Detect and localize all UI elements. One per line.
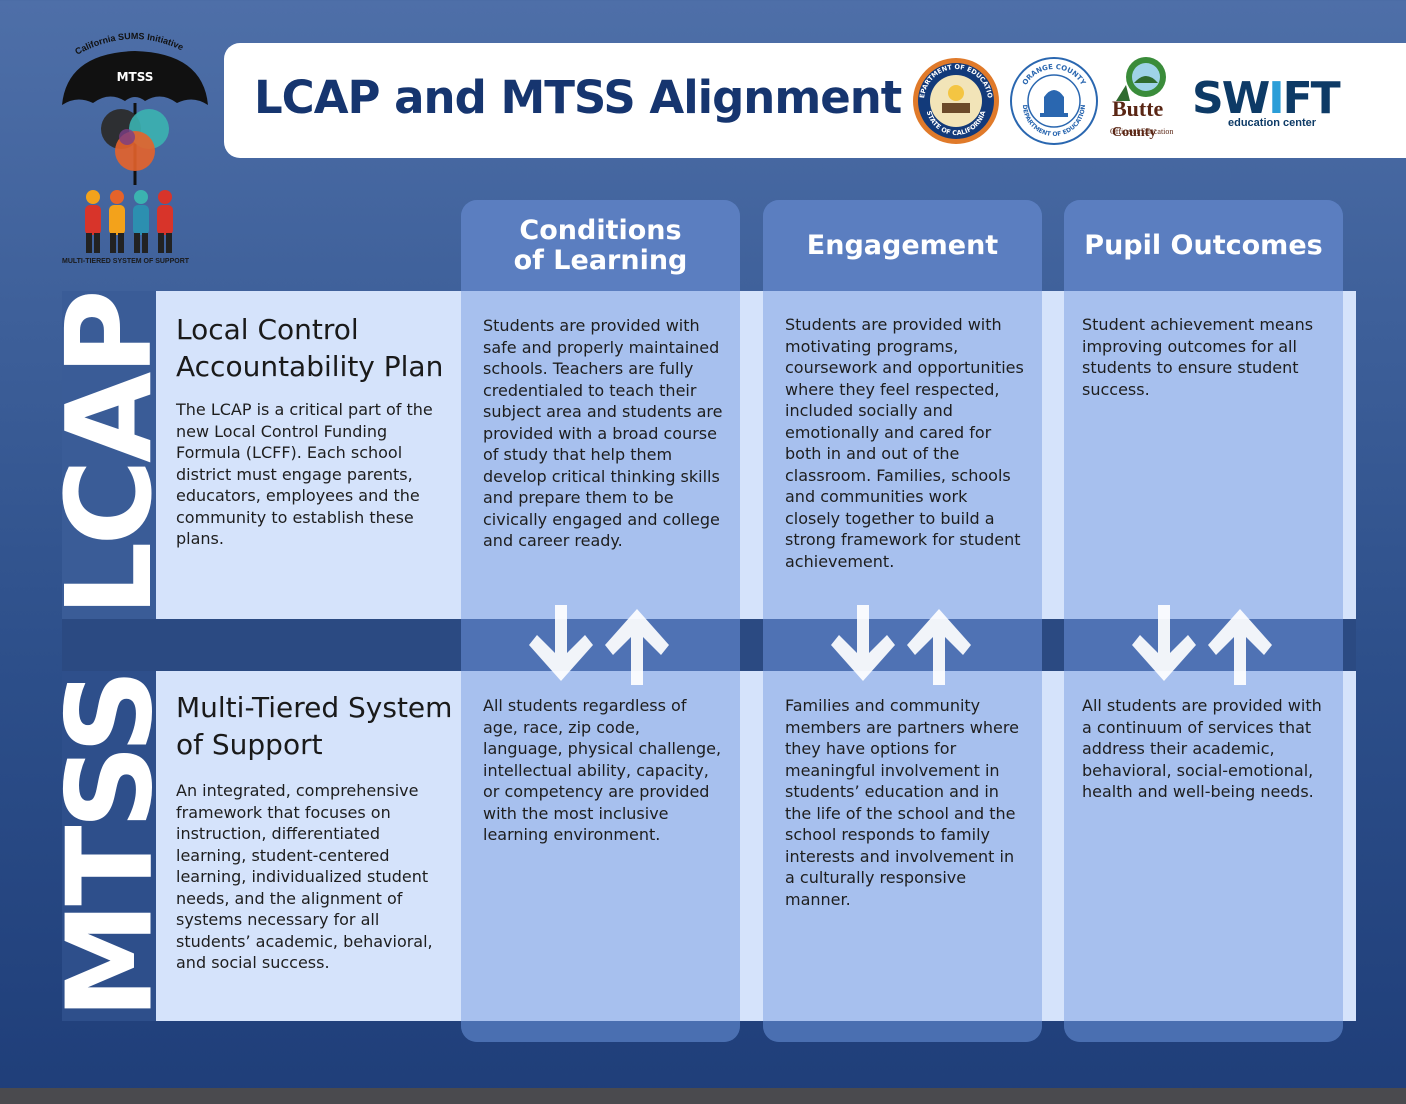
column-footer bbox=[461, 1021, 740, 1042]
cell-text: Student achievement means improving outc… bbox=[1082, 315, 1314, 399]
column-pupil-outcomes: Pupil Outcomes Student achievement means… bbox=[1064, 200, 1343, 1042]
column-header: Engagement bbox=[763, 200, 1042, 291]
header-banner: LCAP and MTSS Alignment DEPARTMENT OF ED… bbox=[224, 43, 1406, 158]
butte-globe-icon bbox=[1116, 57, 1166, 101]
logo-caption: MULTI-TIERED SYSTEM OF SUPPORT bbox=[62, 258, 190, 265]
lcap-cell: Students are provided with motivating pr… bbox=[763, 291, 1042, 619]
california-seal-icon: DEPARTMENT OF EDUCATION STATE OF CALIFOR… bbox=[912, 57, 999, 144]
cell-text: Families and community members are partn… bbox=[785, 696, 1019, 909]
mtss-cell: Families and community members are partn… bbox=[763, 671, 1042, 1021]
swift-logo-subtext: education center bbox=[1228, 117, 1317, 129]
up-down-arrows-icon bbox=[1132, 605, 1272, 685]
swift-logo-text: SWIFT bbox=[1192, 73, 1341, 124]
mtss-side-label: MTSS bbox=[40, 671, 178, 1021]
mtss-cell: All students are provided with a continu… bbox=[1064, 671, 1343, 1021]
lcap-heading: Local Control Accountability Plan bbox=[176, 313, 444, 383]
column-arrow-band bbox=[461, 619, 740, 671]
butte-logo-subtext: Office of Education bbox=[1110, 127, 1174, 136]
lcap-side-label: LCAP bbox=[40, 291, 178, 619]
swift-logo: SWIFT education center bbox=[1192, 77, 1348, 133]
column-engagement: Engagement Students are provided with mo… bbox=[763, 200, 1042, 1042]
up-down-arrows-icon bbox=[529, 605, 669, 685]
lcap-cell: Students are provided with safe and prop… bbox=[461, 291, 740, 619]
up-down-arrows-icon bbox=[831, 605, 971, 685]
lcap-cell: Student achievement means improving outc… bbox=[1064, 291, 1343, 619]
mtss-cell: All students regardless of age, race, zi… bbox=[461, 671, 740, 1021]
cell-text: Students are provided with safe and prop… bbox=[483, 316, 723, 550]
mtss-heading: Multi-Tiered System of Support bbox=[176, 691, 453, 761]
column-header: Pupil Outcomes bbox=[1064, 200, 1343, 291]
umbrella-icon: California SUMS Initiative MTSS bbox=[62, 31, 208, 253]
orange-county-seal-icon: ORANGE COUNTY DEPARTMENT OF EDUCATION bbox=[1010, 57, 1098, 145]
umbrella-text: MTSS bbox=[117, 70, 154, 84]
column-arrow-band bbox=[1064, 619, 1343, 671]
lcap-description: The LCAP is a critical part of the new L… bbox=[176, 400, 433, 548]
cell-text: All students regardless of age, race, zi… bbox=[483, 696, 722, 844]
cell-text: Students are provided with motivating pr… bbox=[785, 315, 1024, 571]
column-footer bbox=[1064, 1021, 1343, 1042]
column-arrow-band bbox=[763, 619, 1042, 671]
cell-text: All students are provided with a continu… bbox=[1082, 696, 1322, 801]
mtss-logo: California SUMS Initiative MTSS MULTI-TI… bbox=[55, 25, 215, 270]
column-footer bbox=[763, 1021, 1042, 1042]
mtss-description: An integrated, comprehensive framework t… bbox=[176, 781, 433, 972]
page-title: LCAP and MTSS Alignment bbox=[254, 71, 902, 124]
bottom-strip bbox=[0, 1088, 1406, 1104]
